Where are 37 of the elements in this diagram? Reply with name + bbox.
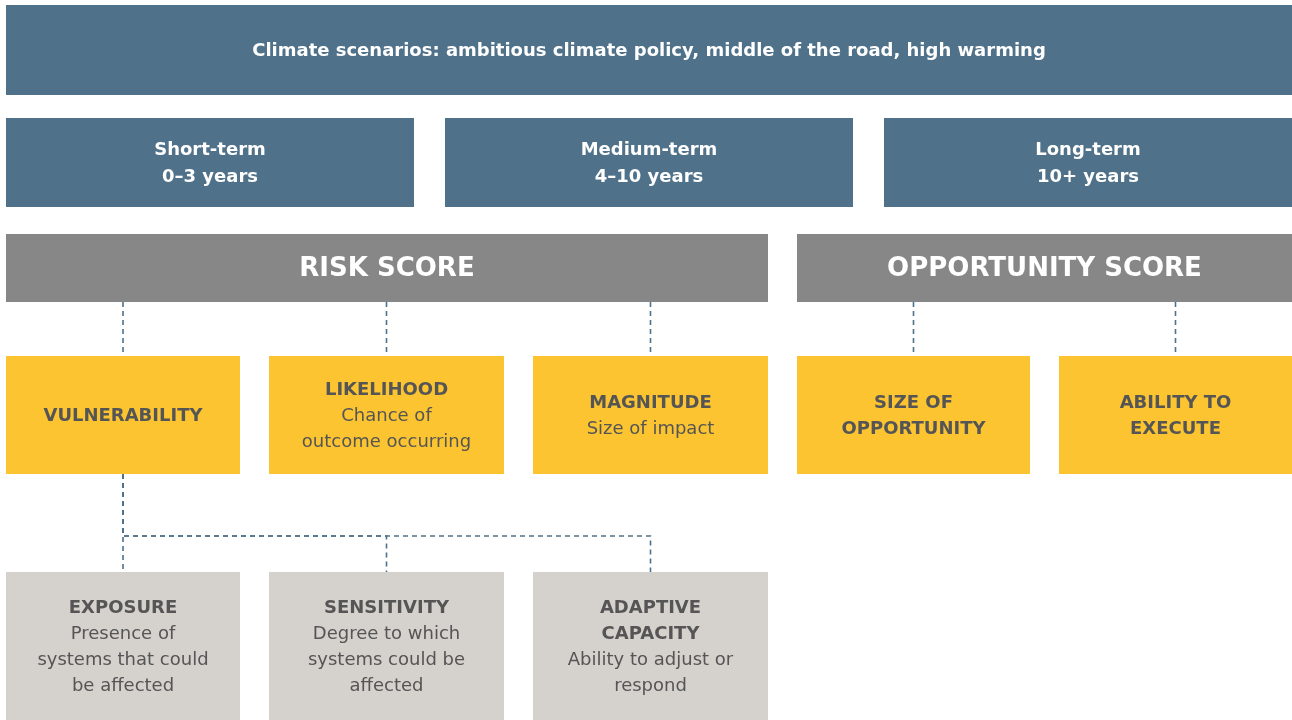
description-text: Chance of outcome occurring: [300, 402, 473, 454]
description-text: Degree to which systems could be affected: [306, 620, 467, 698]
factor-box: [1059, 356, 1292, 474]
heading-text: MAGNITUDE: [589, 389, 712, 414]
timeframe-band: [445, 118, 853, 207]
heading-text: VULNERABILITY: [43, 402, 203, 427]
heading-text: RISK SCORE: [299, 251, 475, 285]
heading-text: 10+ years: [1036, 163, 1140, 188]
timeframe-band: [6, 118, 414, 207]
score-header: [6, 234, 768, 302]
timeframe-band: [884, 118, 1292, 207]
factor-box: [269, 356, 504, 474]
factor-box: [533, 356, 768, 474]
heading-text: ADAPTIVE CAPACITY: [598, 594, 703, 645]
description-text: Ability to adjust or respond: [566, 647, 735, 698]
heading-text: Medium-term: [580, 137, 718, 162]
subfactor-box: [269, 572, 504, 720]
subfactor-box: [6, 572, 240, 720]
heading-text: OPPORTUNITY SCORE: [887, 251, 1202, 285]
score-header: [797, 234, 1292, 302]
factor-box: [6, 356, 240, 474]
heading-text: SENSITIVITY: [324, 594, 449, 619]
heading-text: 4–10 years: [594, 163, 704, 188]
description-text: Size of impact: [586, 416, 715, 440]
factor-box: [797, 356, 1030, 474]
heading-text: ABILITY TO EXECUTE: [1118, 389, 1233, 440]
scenario-band: [6, 5, 1292, 95]
subfactor-box: [533, 572, 768, 720]
heading-text: EXPOSURE: [68, 594, 178, 619]
heading-text: 0–3 years: [162, 163, 258, 188]
description-text: Presence of systems that could be affected: [36, 620, 210, 698]
heading-text: Short-term: [154, 137, 266, 162]
heading-text: Climate scenarios: ambitious climate policy, middle of the road, high warming: [252, 37, 1046, 62]
heading-text: Long-term: [1035, 137, 1141, 162]
heading-text: LIKELIHOOD: [324, 376, 449, 401]
dashed-connector: [122, 473, 652, 573]
heading-text: SIZE OF OPPORTUNITY: [840, 389, 987, 440]
